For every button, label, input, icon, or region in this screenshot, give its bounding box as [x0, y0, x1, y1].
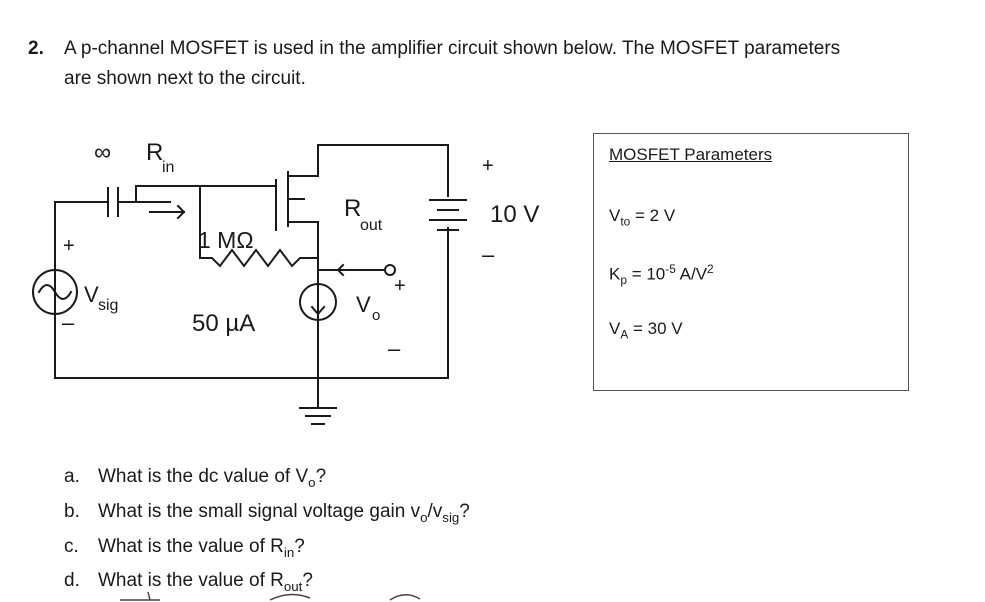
param-kp: Kp = 10-5 A/V2: [609, 262, 714, 288]
vsig-subscript: sig: [98, 297, 118, 314]
rout-label: R: [344, 195, 361, 222]
question-a: a.What is the dc value of Vo?: [64, 466, 327, 490]
current-label: 50 µA: [192, 310, 255, 337]
infinity-symbol: ∞: [94, 139, 111, 166]
question-b: b.What is the small signal voltage gain …: [64, 500, 470, 525]
rout-subscript: out: [360, 217, 383, 234]
wire-left: [54, 201, 319, 379]
vsig-plus: +: [63, 235, 75, 257]
vo-subscript: o: [372, 307, 380, 324]
problem-number: 2.: [28, 38, 44, 59]
resistor-zigzag: [199, 248, 319, 268]
vo-minus: –: [388, 336, 401, 361]
output-terminal: [384, 264, 396, 276]
questions-list: a.What is the dc value of Vo? b.What is …: [64, 462, 470, 601]
wire-gate-up: [135, 185, 277, 231]
rin-arrow: [149, 204, 186, 220]
vsig-label: V: [84, 282, 99, 307]
param-va: VA = 30 V: [609, 319, 683, 342]
question-c: c.What is the value of Rin?: [64, 535, 305, 560]
problem-line-1: 2. A p-channel MOSFET is used in the ampl…: [28, 34, 958, 64]
resistor-label: 1 MΩ: [198, 227, 254, 253]
vsig-source: [32, 269, 78, 315]
vsig-wave: [37, 284, 73, 300]
rout-arrow: [336, 263, 351, 277]
question-d: d.What is the value of Rout?: [64, 570, 313, 595]
rin-label: R: [146, 139, 163, 166]
wire-bottom-right: [317, 227, 449, 379]
wire-top: [317, 144, 449, 197]
supply-label: 10 V: [490, 201, 539, 228]
problem-line-2: are shown next to the circuit.: [64, 68, 306, 89]
vo-plus: +: [394, 275, 406, 297]
supply-plus: +: [482, 155, 494, 177]
rin-subscript: in: [162, 159, 174, 176]
vo-label: V: [356, 292, 371, 317]
isource-arrow: [310, 289, 326, 316]
mosfet-parameters-box: MOSFET Parameters Vto = 2 V Kp = 10-5 A/…: [593, 133, 909, 391]
param-vto: Vto = 2 V: [609, 206, 676, 229]
vsig-minus: –: [62, 310, 75, 335]
supply-minus: –: [482, 242, 495, 267]
mosfet-source: [287, 165, 319, 177]
parameters-title: MOSFET Parameters: [609, 145, 773, 164]
mosfet-drain: [287, 221, 319, 229]
problem-statement: 2. A p-channel MOSFET is used in the ampl…: [28, 34, 958, 94]
cut-off-handwriting: [120, 591, 421, 601]
problem-text-1: A p-channel MOSFET is used in the amplif…: [64, 38, 841, 59]
